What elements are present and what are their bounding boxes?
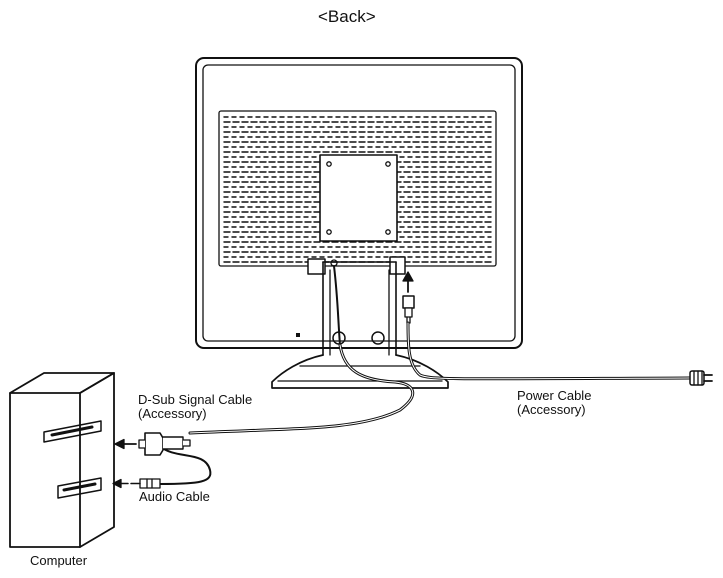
audio-cable-label: Audio Cable (139, 489, 210, 504)
audio-cable (112, 445, 212, 489)
power-cable (402, 271, 713, 386)
vent-grille (218, 110, 497, 267)
d-sub-connector-icon (138, 432, 191, 456)
computer-tower-icon (9, 372, 115, 548)
diagram-title: <Back> (318, 7, 376, 26)
d-sub-cable-name: D-Sub Signal Cable (138, 392, 253, 407)
arrow-left-icon (114, 438, 137, 450)
power-cable-name: Power Cable (517, 388, 592, 403)
arrow-up-icon (402, 271, 414, 293)
monitor-stand-icon (271, 261, 449, 389)
audio-plug-icon (130, 478, 161, 489)
power-plug-icon (689, 370, 713, 386)
d-sub-signal-cable (188, 265, 414, 435)
computer-label: Computer (30, 553, 88, 568)
d-sub-cable-label: D-Sub Signal Cable (Accessory) (138, 393, 252, 420)
power-cable-label: Power Cable (Accessory) (517, 389, 591, 416)
d-sub-cable-accessory: (Accessory) (138, 405, 207, 421)
vesa-mount-plate (319, 154, 398, 242)
power-cable-accessory: (Accessory) (517, 401, 586, 417)
arrow-left-icon (112, 478, 129, 489)
monitor-back-icon (195, 57, 523, 349)
